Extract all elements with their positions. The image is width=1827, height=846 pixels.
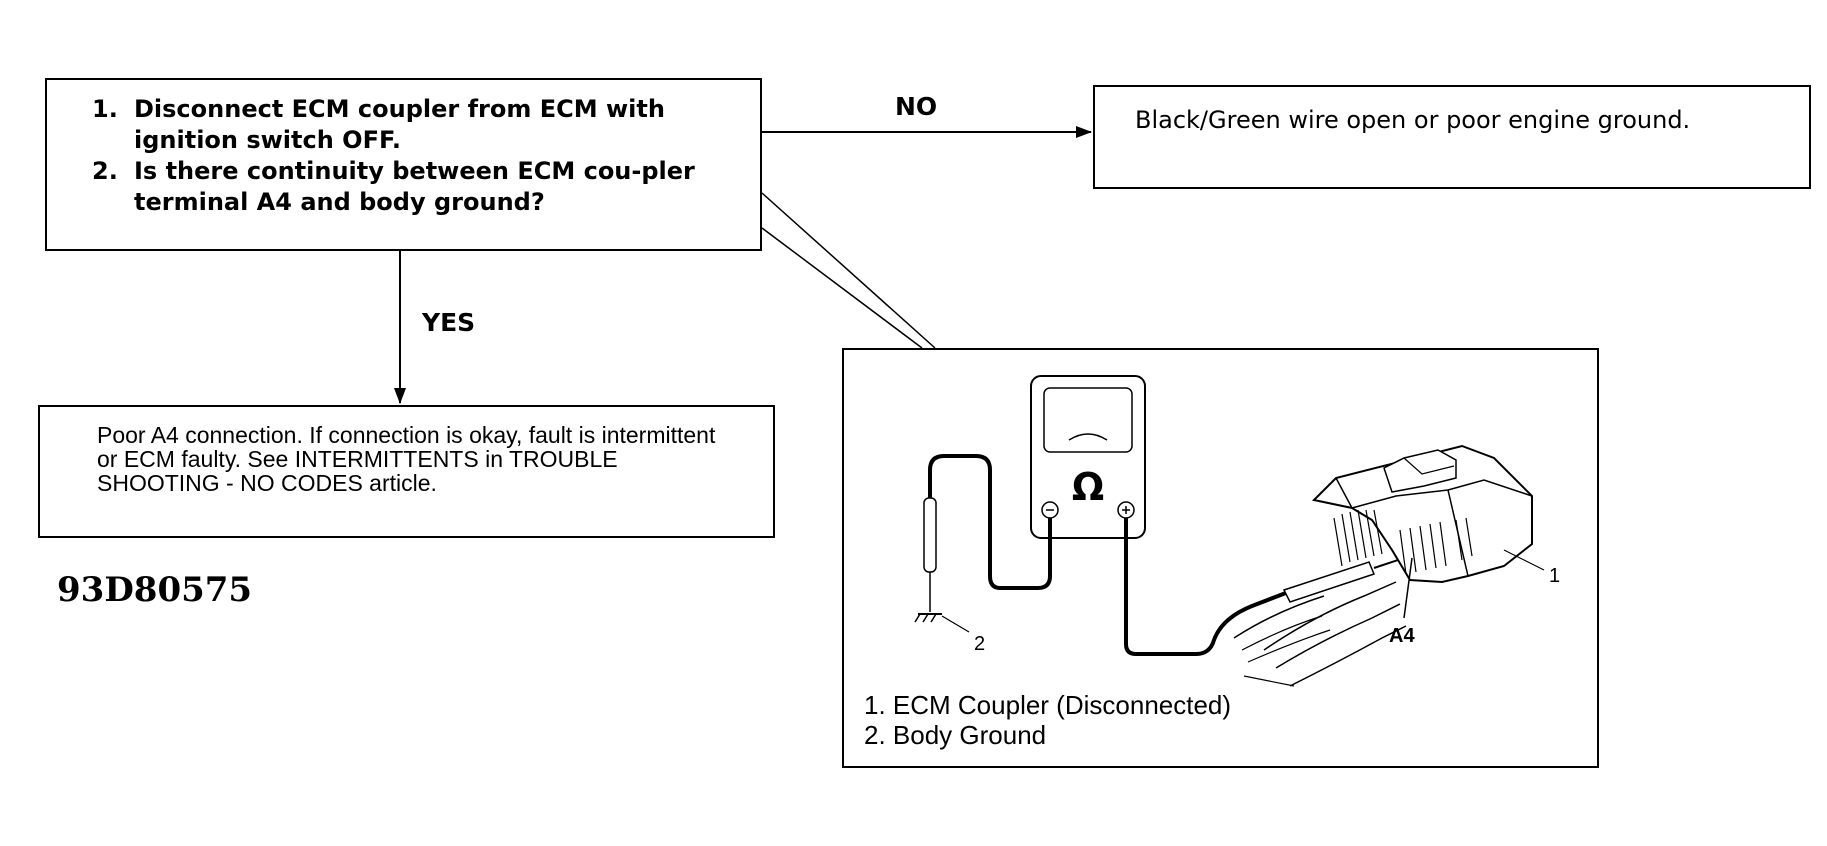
wire-harness: [1233, 581, 1407, 687]
test-illustration: Ω 2: [842, 348, 1599, 768]
question-step-1: 1. Disconnect ECM coupler from ECM with …: [92, 94, 732, 156]
body-ground-icon: 2: [914, 613, 985, 655]
yes-label: YES: [422, 308, 476, 337]
no-label: NO: [895, 92, 938, 121]
callout-pointer-lower: [761, 227, 923, 349]
no-result-box: Black/Green wire open or poor engine gro…: [1093, 85, 1811, 189]
ohmmeter-icon: Ω: [1030, 375, 1146, 539]
step-1-number: 1.: [92, 95, 118, 123]
no-result-text: Black/Green wire open or poor engine gro…: [1135, 106, 1691, 134]
yes-result-box: Poor A4 connection. If connection is oka…: [38, 405, 775, 538]
terminal-a4-label: A4: [1389, 625, 1415, 647]
callout-pointer-upper: [761, 192, 936, 349]
figure-id: 93D80575: [57, 570, 253, 610]
step-2-number: 2.: [92, 157, 118, 185]
callout-2: 2: [974, 633, 985, 655]
terminal-a4-pointer: A4: [1389, 557, 1415, 647]
question-step-2: 2. Is there continuity between ECM cou-p…: [92, 156, 732, 218]
legend-item-2: 2. Body Ground: [864, 720, 1047, 750]
illustration-drawing: Ω 2: [914, 375, 1560, 687]
legend-item-1: 1. ECM Coupler (Disconnected): [864, 690, 1232, 720]
yes-result-text: Poor A4 connection. If connection is oka…: [97, 422, 716, 496]
ecm-coupler-icon: 1: [1311, 444, 1560, 587]
question-steps: 1. Disconnect ECM coupler from ECM with …: [92, 94, 732, 218]
step-2-text: Is there continuity between ECM cou-pler…: [134, 157, 695, 216]
question-box: 1. Disconnect ECM coupler from ECM with …: [45, 78, 762, 251]
ground-lead: [923, 454, 1052, 612]
step-1-text: Disconnect ECM coupler from ECM with ign…: [134, 95, 665, 154]
probe-lead: [1124, 518, 1411, 656]
callout-1: 1: [1549, 565, 1560, 587]
illustration-legend: 1. ECM Coupler (Disconnected) 2. Body Gr…: [864, 690, 1231, 750]
ohm-symbol: Ω: [1072, 465, 1104, 509]
